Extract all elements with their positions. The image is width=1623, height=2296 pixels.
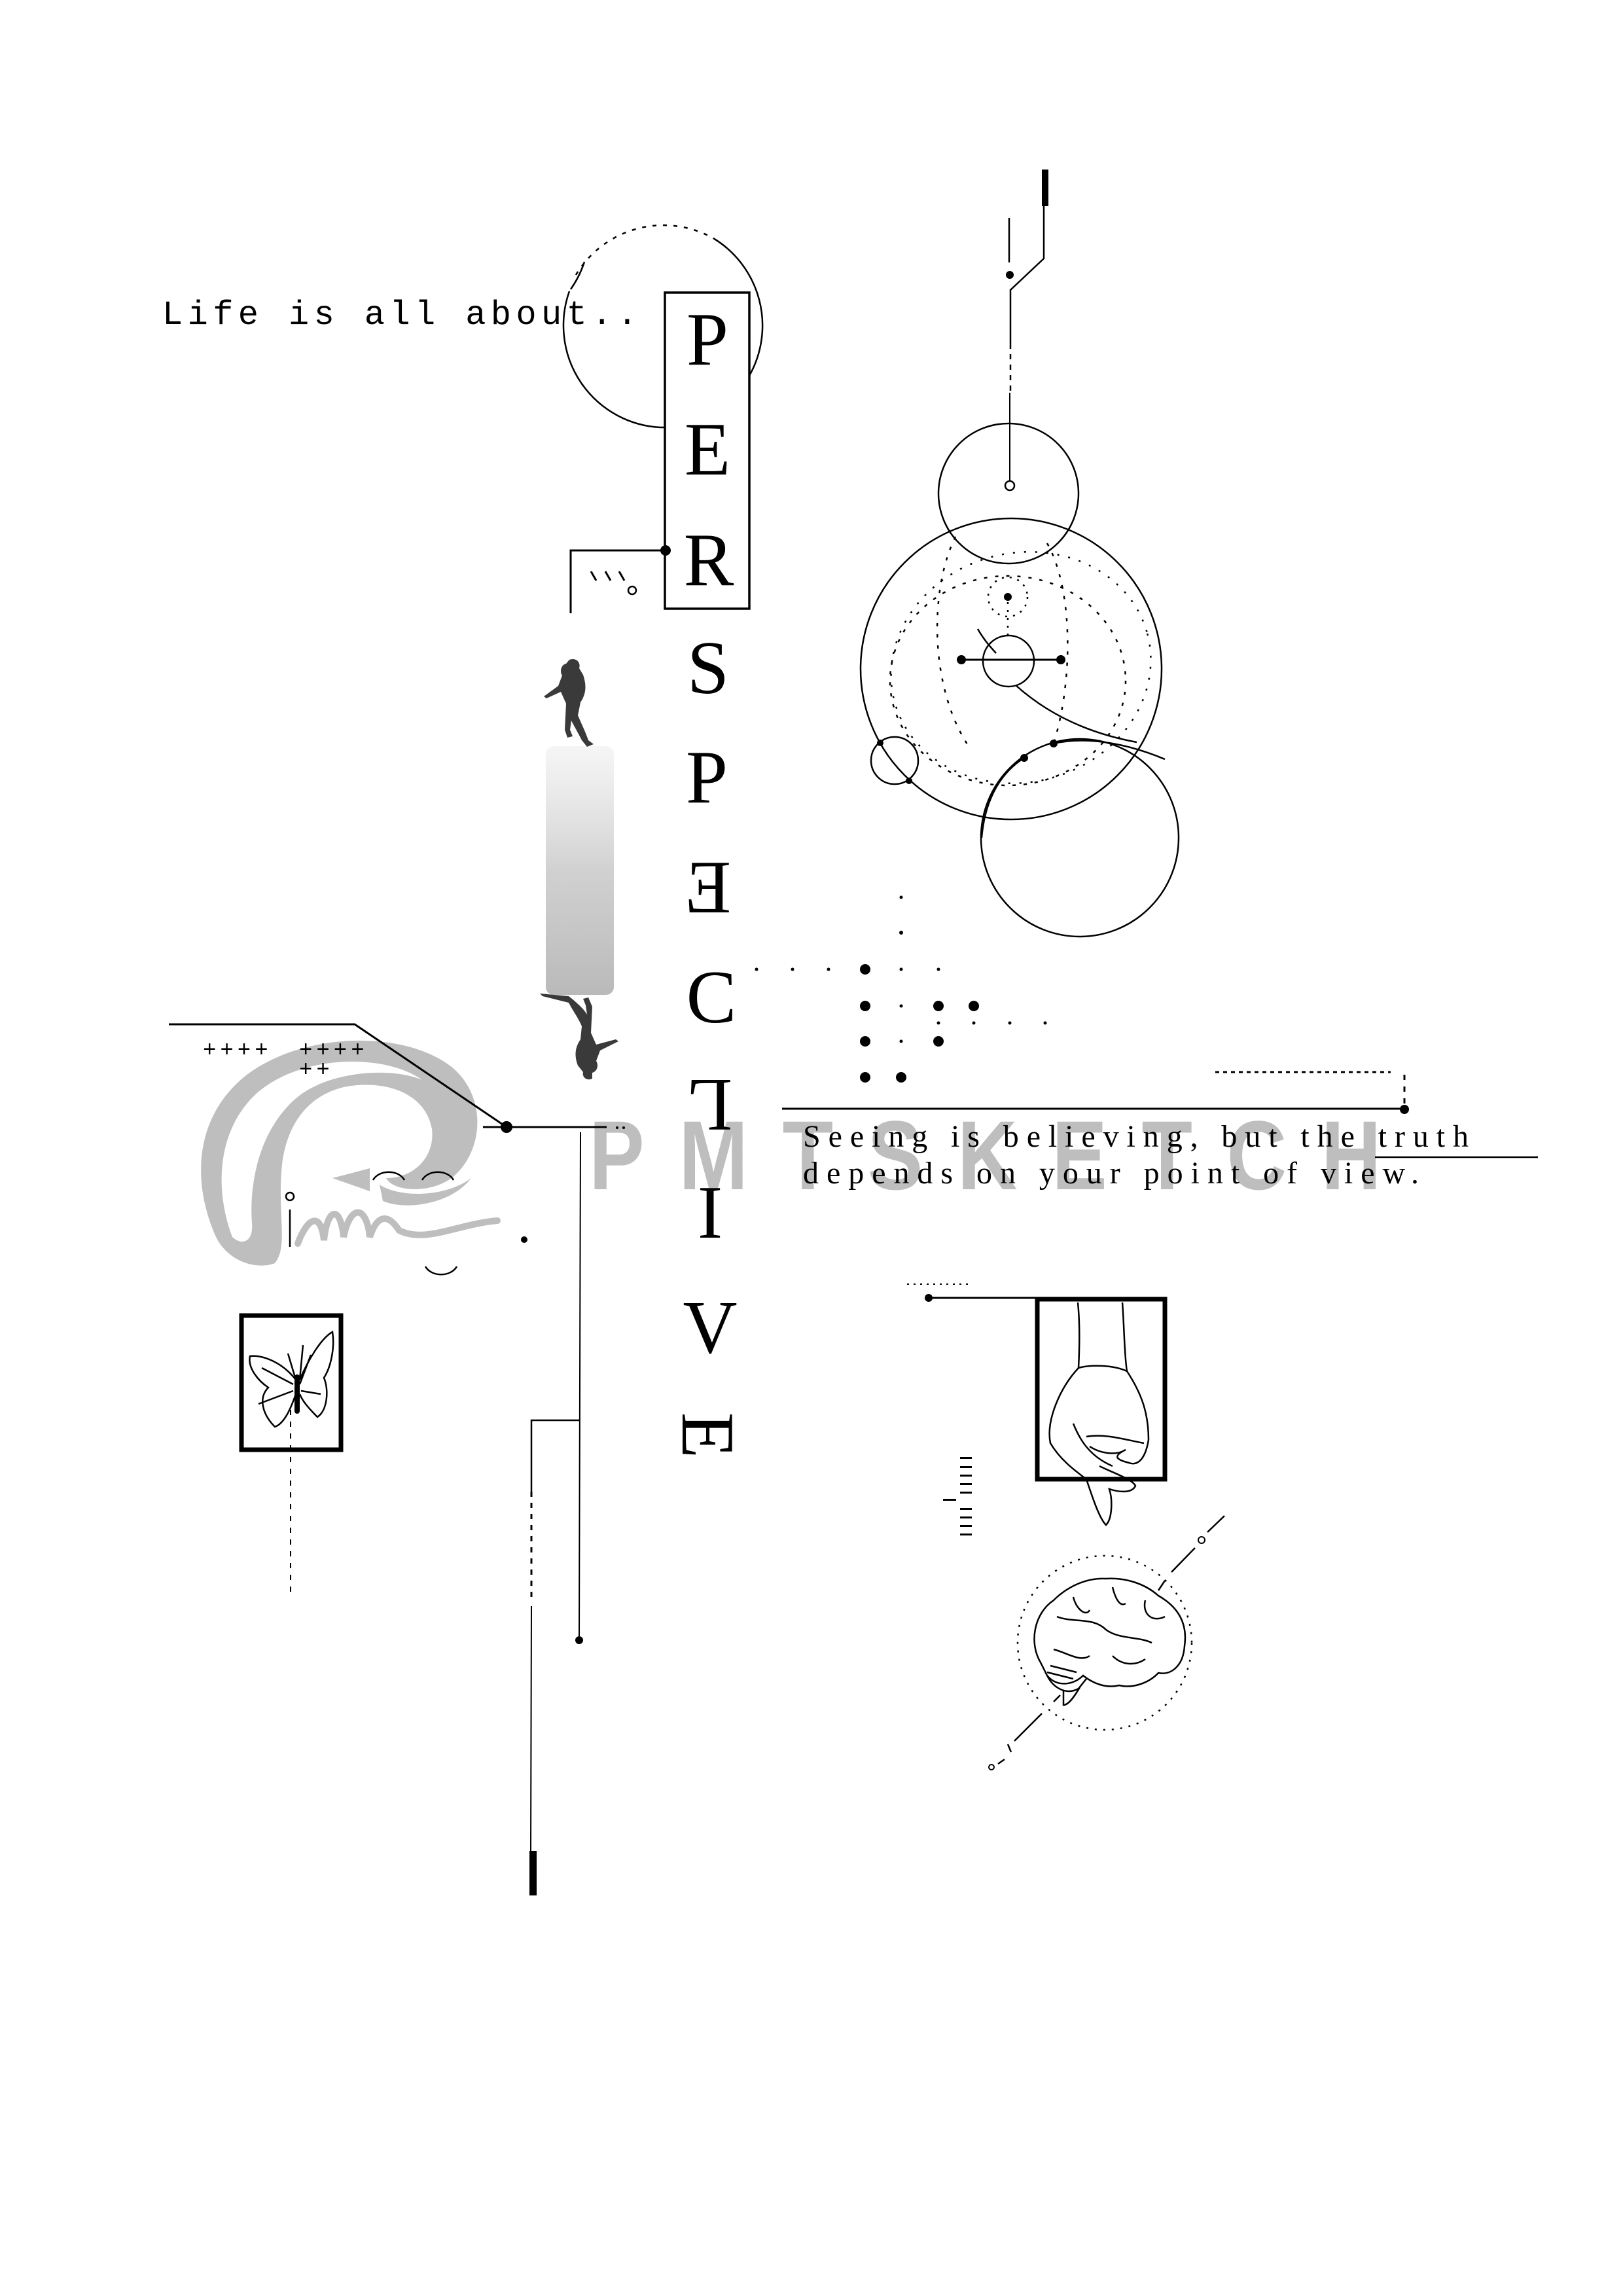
brain-icon bbox=[1033, 1577, 1186, 1706]
svg-text:++++: ++++ bbox=[203, 1039, 272, 1064]
watermark-text: PMTSKETCH bbox=[589, 1100, 1416, 1210]
title-letter-e-mirrored: E bbox=[685, 846, 731, 929]
butterfly-icon bbox=[249, 1331, 334, 1428]
intro-circle bbox=[562, 224, 764, 429]
left-connector-lines bbox=[169, 1023, 625, 1895]
title-letter-e-rotated: E bbox=[666, 1412, 749, 1458]
quote-line-1: Seeing is believing, but the truth bbox=[803, 1119, 1476, 1154]
title-word: P E R S P E C L I V E bbox=[666, 298, 749, 1458]
title-letter-e: E bbox=[685, 408, 730, 491]
plus-marks: ++++ ++++ ++ bbox=[203, 1039, 368, 1083]
title-letter-r: R bbox=[684, 518, 734, 601]
intro-text: Life is all about.. bbox=[162, 296, 643, 334]
tick-ruler bbox=[943, 1457, 972, 1535]
brain-diagram bbox=[988, 1515, 1225, 1770]
title-letter-c: C bbox=[687, 956, 737, 1039]
falling-figure-icon bbox=[540, 658, 618, 1080]
hand-frame bbox=[907, 1283, 1168, 1535]
butterfly-frame bbox=[239, 1313, 344, 1594]
svg-text:++: ++ bbox=[299, 1058, 334, 1083]
quote-lines bbox=[782, 1071, 1538, 1158]
svg-text:++++: ++++ bbox=[299, 1039, 368, 1064]
title-letter-s: S bbox=[687, 626, 729, 709]
hand-icon bbox=[1048, 1302, 1150, 1526]
orbit-diagram bbox=[859, 170, 1180, 938]
title-letter-v: V bbox=[683, 1286, 737, 1369]
title-letter-p: P bbox=[687, 298, 728, 381]
title-letter-i: I bbox=[698, 1171, 722, 1254]
title-letter-l-upside-down: L bbox=[687, 1064, 732, 1147]
title-frame bbox=[664, 291, 751, 610]
dot-grid bbox=[755, 895, 1047, 1083]
arc-marks bbox=[285, 1171, 458, 1276]
quote-line-2: depends on your point of view. bbox=[803, 1156, 1426, 1191]
bracket-marker bbox=[569, 545, 671, 613]
title-letter-p-2: P bbox=[686, 736, 728, 819]
watermark-logo bbox=[201, 1040, 501, 1266]
